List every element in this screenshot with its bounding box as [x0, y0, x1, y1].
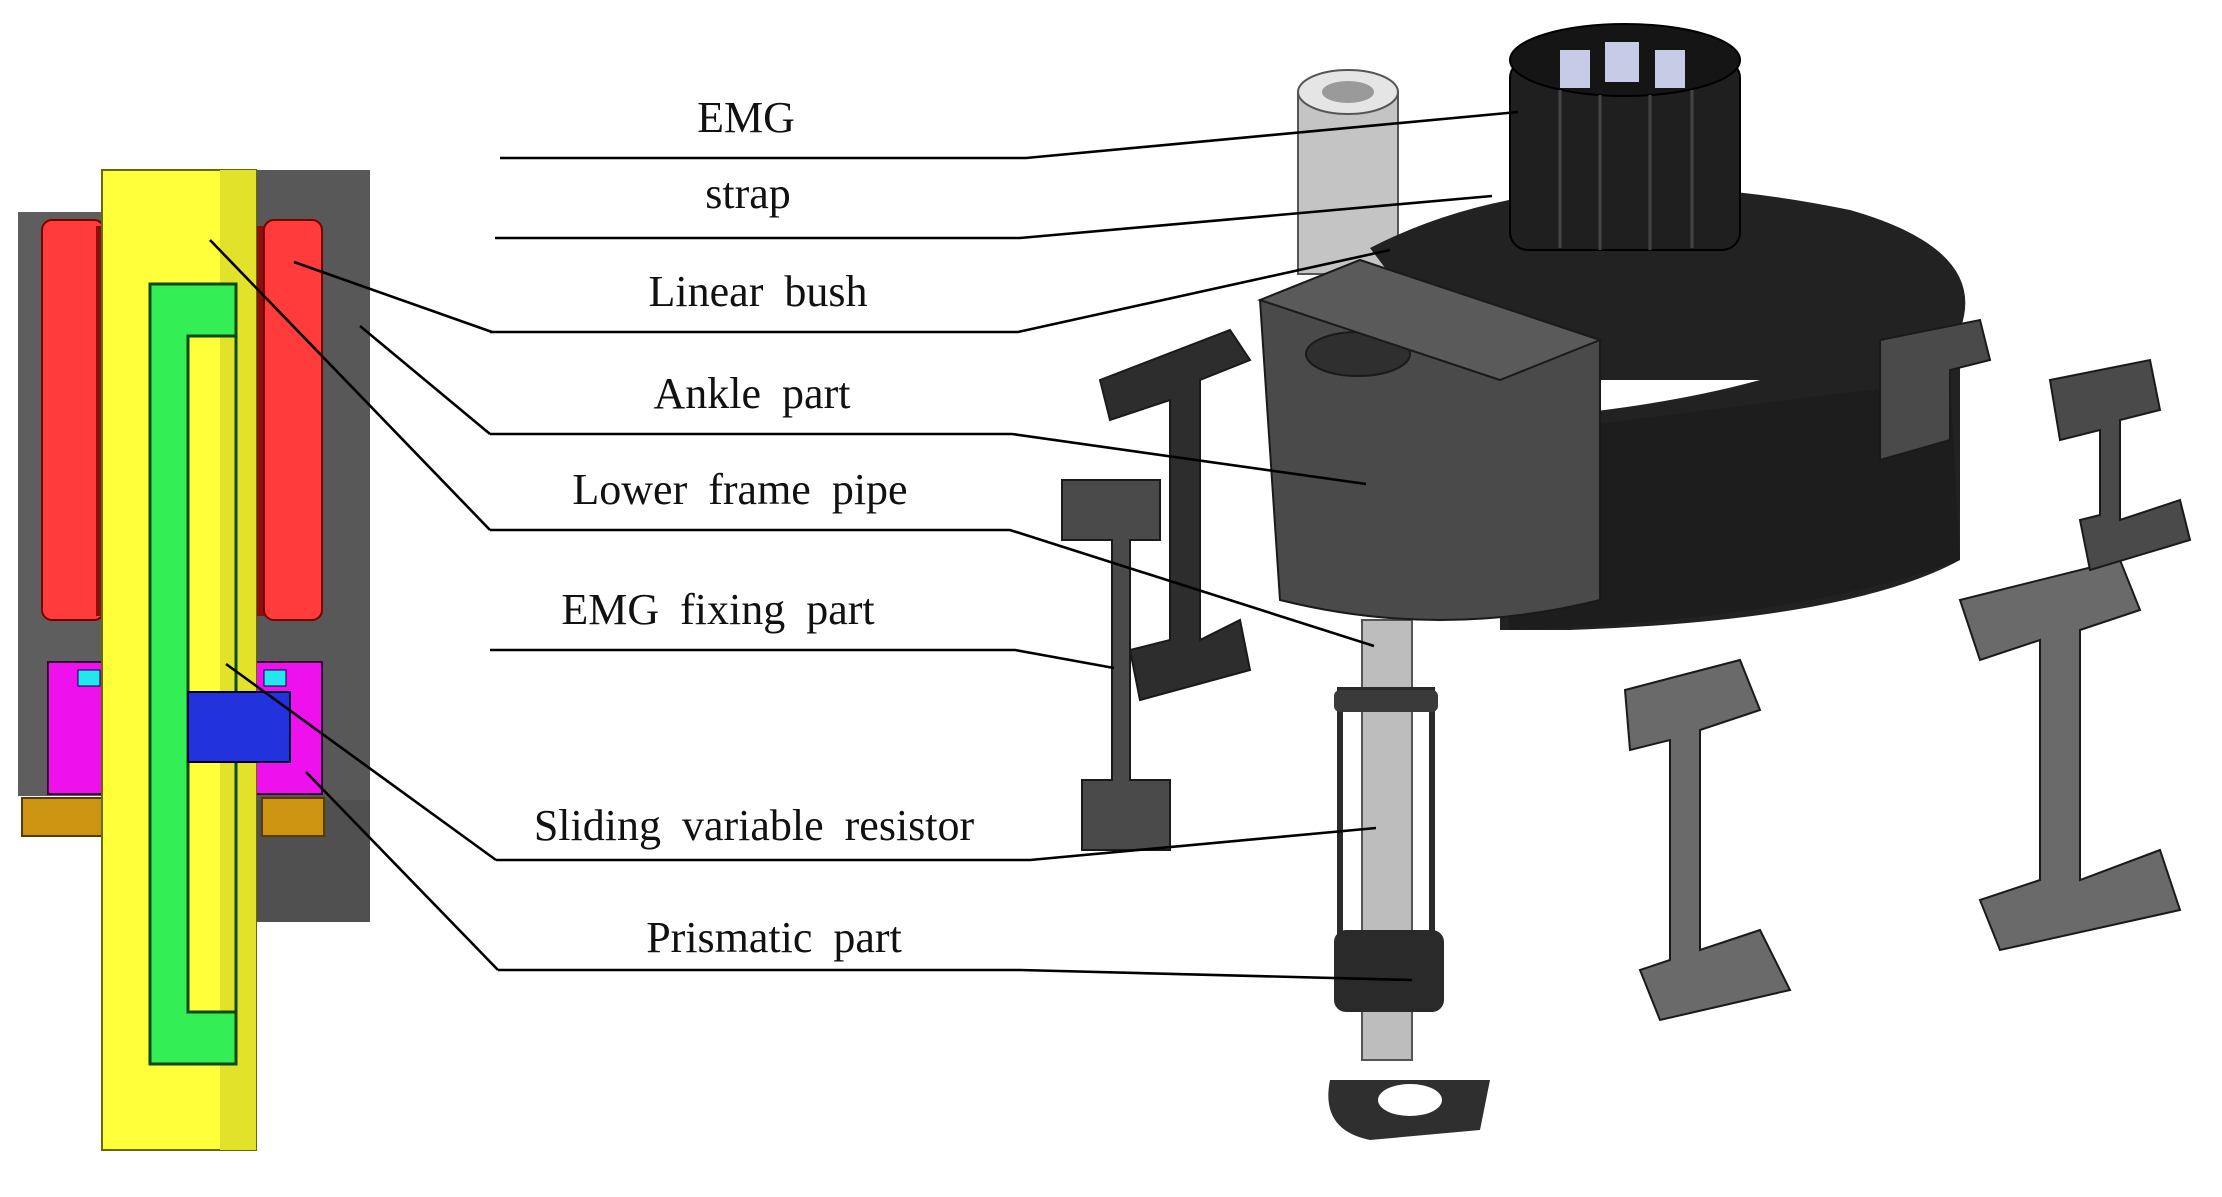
ankle-part [1258, 298, 1601, 621]
label-prismatic-part: Prismatic part [646, 913, 902, 962]
label-linear-bush: Linear bush [648, 267, 868, 316]
leader-strap [495, 194, 1493, 240]
cyan-bearing-right [263, 669, 287, 687]
emg-window-2 [1605, 42, 1639, 82]
leader-cross-housing [359, 325, 491, 435]
red-coil-right [263, 219, 323, 621]
leader-cross-pipe [209, 239, 491, 531]
emg-fixing-bracket-left [1061, 479, 1171, 851]
emg-fixing-bracket-left-rear [1098, 328, 1252, 702]
label-ankle-part: Ankle part [653, 369, 851, 418]
linear-bush-hole [1322, 81, 1374, 103]
red-coil-left [41, 219, 105, 621]
blue-block [187, 691, 291, 763]
leader-ankle-part [490, 432, 1367, 486]
label-strap: strap [705, 169, 791, 218]
leader-cross-magenta [305, 771, 499, 971]
cyan-bearing-left [77, 669, 101, 687]
prismatic-collar [1334, 930, 1444, 1012]
label-lower-frame-pipe: Lower frame pipe [572, 465, 908, 514]
ankle-wing [1257, 258, 1603, 382]
assembly-view [1061, 23, 2192, 1140]
emg-fixing-bracket-center [1623, 658, 1792, 1022]
leader-cross-blue [225, 662, 497, 862]
leader-prismatic-part [498, 968, 1413, 982]
prismatic-foot-hole [1378, 1084, 1442, 1116]
label-emg: EMG [697, 93, 795, 142]
leader-lines [209, 110, 1519, 982]
gold-base-right [261, 797, 325, 837]
leader-sliding-resistor [496, 826, 1377, 862]
emg-fixing-bracket-right-rear [2048, 358, 2192, 572]
leader-lower-frame-pipe [490, 528, 1375, 648]
label-emg-fixing-part: EMG fixing part [561, 585, 875, 634]
leader-linear-bush [490, 248, 1391, 334]
leader-emg-fixing-part [490, 648, 1115, 670]
emg-fixing-bracket-right [1958, 558, 2182, 952]
emg-fixing-bracket-back [1879, 318, 1992, 462]
green-slider-inner [186, 334, 238, 1014]
leader-cross-coil [293, 260, 493, 334]
gold-base-left [21, 797, 105, 837]
emg-window-1 [1560, 50, 1590, 88]
leader-emg [500, 110, 1519, 160]
label-sliding-variable-resistor: Sliding variable resistor [533, 801, 975, 850]
cross-section-view [18, 169, 370, 1151]
emg-window-3 [1655, 50, 1685, 88]
resistor-ring-top [1334, 690, 1438, 712]
